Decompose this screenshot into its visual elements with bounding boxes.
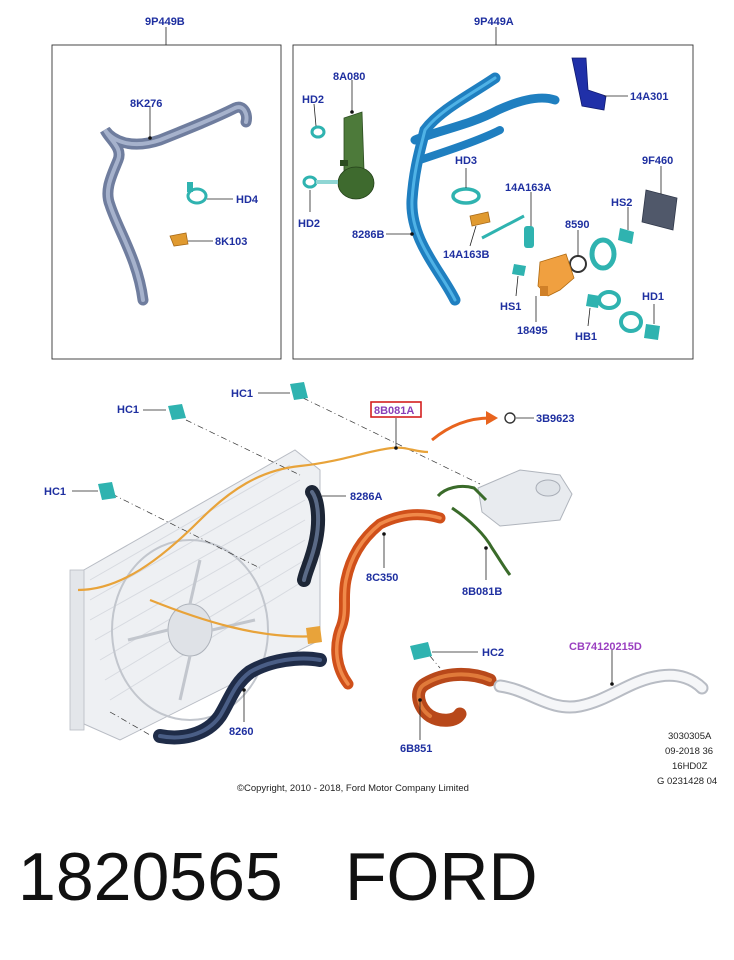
- clip-hc1-a: [168, 404, 186, 420]
- clip-hs1: [512, 264, 526, 276]
- hose-8k276: [100, 101, 252, 306]
- label-9p449b: 9P449B: [145, 16, 185, 28]
- label-hc1-a: HC1: [117, 404, 139, 416]
- label-cb74120215d: CB74120215D: [569, 641, 642, 653]
- highlight-8b081a: [370, 401, 422, 418]
- label-8c350: 8C350: [366, 572, 398, 584]
- copyright-text: ©Copyright, 2010 - 2018, Ford Motor Comp…: [237, 783, 469, 794]
- label-hd1: HD1: [642, 291, 664, 303]
- clip-hd4: [186, 182, 208, 205]
- footer-part-number: 1820565: [18, 839, 283, 915]
- label-3b9623: 3B9623: [536, 413, 575, 425]
- hose-8286b: [406, 72, 560, 306]
- clip-hc2: [410, 642, 432, 660]
- label-14a163a: 14A163A: [505, 182, 552, 194]
- clip-hb1: [586, 294, 600, 308]
- clip-hd2-top: [310, 125, 326, 139]
- doc-code-line1: 3030305A: [668, 731, 712, 742]
- part-18495: [537, 253, 575, 297]
- label-hc1-b: HC1: [231, 388, 253, 400]
- label-hd2-bottom: HD2: [298, 218, 320, 230]
- label-hc2: HC2: [482, 647, 504, 659]
- clip-hd2-bottom: [302, 175, 338, 189]
- label-18495: 18495: [517, 325, 548, 337]
- label-hd4: HD4: [236, 194, 259, 206]
- label-14a301: 14A301: [630, 91, 669, 103]
- doc-code-block: 3030305A 09-2018 36 16HD0Z G 0231428 04: [657, 731, 717, 787]
- panel-9p449a: 9P449A: [292, 16, 694, 360]
- doc-code-line3: 16HD0Z: [672, 761, 708, 772]
- label-hs1: HS1: [500, 301, 521, 313]
- label-9p449a: 9P449A: [474, 16, 514, 28]
- hose-6b851: [412, 667, 497, 727]
- label-8k276: 8K276: [130, 98, 162, 110]
- part-14a163b: [469, 211, 491, 227]
- label-8286a: 8286A: [350, 491, 382, 503]
- part-8k103: [169, 232, 189, 247]
- panel-9p449b: 9P449B: [51, 16, 282, 360]
- label-9f460: 9F460: [642, 155, 673, 167]
- clip-hc1-c: [98, 482, 116, 500]
- part-8a080: [337, 111, 375, 200]
- part-9f460: [641, 189, 678, 231]
- label-hb1: HB1: [575, 331, 597, 343]
- clip-hd3: [451, 187, 481, 205]
- label-hd3: HD3: [455, 155, 477, 167]
- footer-brand: FORD: [345, 839, 538, 915]
- arrow-to-3b9623: [431, 411, 498, 442]
- label-8590: 8590: [565, 219, 589, 231]
- hose-8286a: [297, 485, 326, 587]
- label-8k103: 8K103: [215, 236, 247, 248]
- label-14a163b: 14A163B: [443, 249, 490, 261]
- doc-code-line2: 09-2018 36: [665, 746, 713, 757]
- label-hc1-c: HC1: [44, 486, 66, 498]
- label-8b081b: 8B081B: [462, 586, 502, 598]
- expansion-tank: [477, 469, 573, 527]
- part-14a163a: [481, 214, 534, 248]
- label-8b081a: 8B081A: [374, 405, 414, 417]
- clip-hd1: [644, 324, 660, 340]
- label-hs2: HS2: [611, 197, 632, 209]
- hose-8c350: [331, 509, 446, 690]
- clip-hs2: [618, 228, 634, 244]
- part-8590: [569, 255, 587, 273]
- hose-8b081b: [436, 484, 512, 576]
- label-8a080: 8A080: [333, 71, 365, 83]
- hose-8260: [153, 651, 327, 745]
- clip-hc1-b: [290, 382, 308, 400]
- hose-cb74120215d: [493, 668, 709, 714]
- label-hd2-top: HD2: [302, 94, 324, 106]
- part-14a301: [571, 57, 607, 111]
- clamp-large: [589, 237, 643, 333]
- doc-code-line4: G 0231428 04: [657, 776, 717, 787]
- label-6b851: 6B851: [400, 743, 432, 755]
- label-8286b: 8286B: [352, 229, 384, 241]
- oring-3b9623: [504, 412, 516, 424]
- label-8260: 8260: [229, 726, 253, 738]
